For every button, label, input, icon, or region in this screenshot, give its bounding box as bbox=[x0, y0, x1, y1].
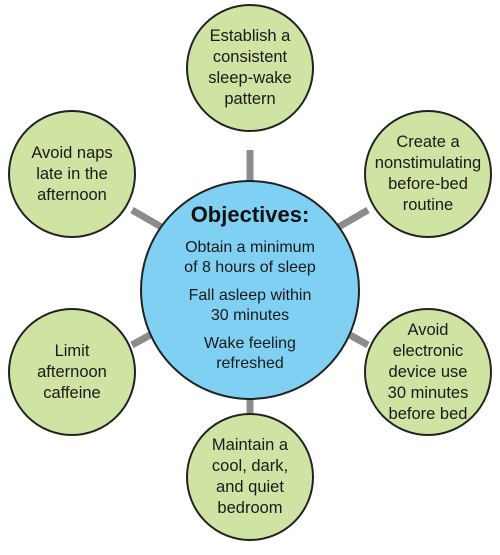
goal-circle-before-bed-routine: Create a nonstimulating before-bed routi… bbox=[364, 110, 492, 238]
objective-wake-refreshed: Wake feeling refreshed bbox=[204, 335, 296, 372]
goal-circle-avoid-naps: Avoid naps late in the afternoon bbox=[8, 110, 136, 238]
goal-circle-bedroom-environment: Maintain a cool, dark, and quiet bedroom bbox=[186, 413, 314, 541]
objective-sleep-onset: Fall asleep within 30 minutes bbox=[188, 287, 312, 324]
objectives-title: Objectives: bbox=[190, 202, 310, 227]
goal-circle-limit-caffeine: Limit afternoon caffeine bbox=[8, 308, 136, 436]
objective-sleep-duration: Obtain a minimum of 8 hours of sleep bbox=[184, 239, 316, 276]
objectives-circle: Objectives: Obtain a minimum of 8 hours … bbox=[140, 180, 360, 400]
goal-circle-sleep-wake-pattern: Establish a consistent sleep-wake patter… bbox=[186, 4, 314, 132]
goal-circle-avoid-electronics: Avoid electronic device use 30 minutes b… bbox=[364, 308, 492, 436]
